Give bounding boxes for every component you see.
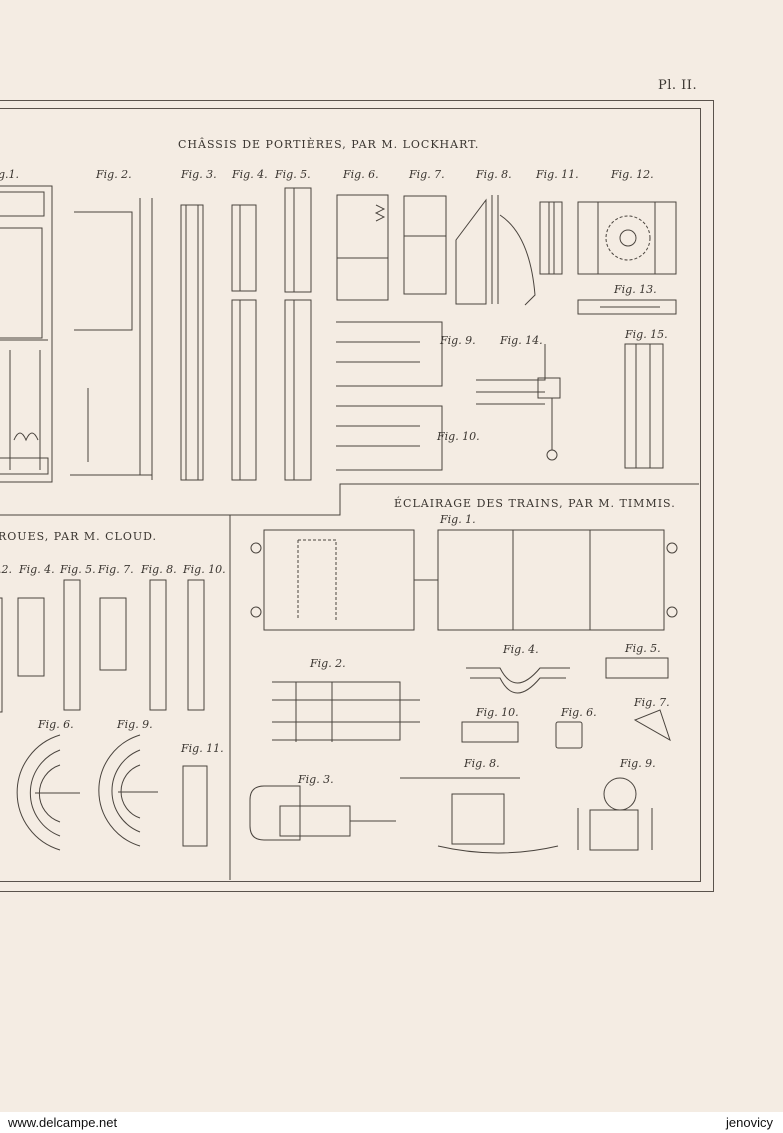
fig-label: Fig. 9. [117, 718, 153, 731]
watermark-footer: www.delcampe.net jenovicy [0, 1112, 783, 1133]
plate-frame-inner [0, 108, 701, 882]
fig-label: Fig. 8. [141, 563, 177, 576]
plate-number: Pl. II. [658, 78, 698, 93]
fig-label: Fig. 9. [620, 757, 656, 770]
fig-label: .2. [0, 563, 12, 576]
fig-label: Fig. 14. [500, 334, 543, 347]
fig-label: Fig. 10. [437, 430, 480, 443]
fig-label: Fig. 8. [464, 757, 500, 770]
fig-label: Fig. 15. [625, 328, 668, 341]
section-title-timmis: ÉCLAIRAGE DES TRAINS, PAR M. TIMMIS. [394, 497, 676, 510]
watermark-seller: jenovicy [726, 1115, 773, 1130]
fig-label: Fig. 7. [98, 563, 134, 576]
fig-label: Fig. 3. [298, 773, 334, 786]
fig-label: Fig. 6. [343, 168, 379, 181]
fig-label: Fig. 7. [634, 696, 670, 709]
fig-label: Fig. 7. [409, 168, 445, 181]
fig-label: g.1. [0, 168, 20, 181]
fig-label: Fig. 4. [19, 563, 55, 576]
watermark-site: www.delcampe.net [8, 1115, 118, 1130]
fig-label: Fig. 4. [503, 643, 539, 656]
fig-label: Fig. 13. [614, 283, 657, 296]
fig-label: Fig. 10. [476, 706, 519, 719]
fig-label: Fig. 10. [183, 563, 226, 576]
fig-label: Fig. 8. [476, 168, 512, 181]
fig-label: Fig. 11. [536, 168, 579, 181]
fig-label: Fig. 11. [181, 742, 224, 755]
fig-label: Fig. 9. [440, 334, 476, 347]
fig-label: Fig. 1. [440, 513, 476, 526]
section-title-lockhart: CHÂSSIS DE PORTIÈRES, PAR M. LOCKHART. [178, 138, 480, 151]
fig-label: Fig. 5. [625, 642, 661, 655]
fig-label: Fig. 5. [275, 168, 311, 181]
fig-label: Fig. 5. [60, 563, 96, 576]
fig-label: Fig. 2. [310, 657, 346, 670]
fig-label: Fig. 3. [181, 168, 217, 181]
section-title-cloud: ROUES, PAR M. CLOUD. [0, 530, 158, 543]
fig-label: Fig. 4. [232, 168, 268, 181]
fig-label: Fig. 6. [38, 718, 74, 731]
plate-frame-outer [0, 100, 714, 892]
fig-label: Fig. 12. [611, 168, 654, 181]
fig-label: Fig. 6. [561, 706, 597, 719]
fig-label: Fig. 2. [96, 168, 132, 181]
